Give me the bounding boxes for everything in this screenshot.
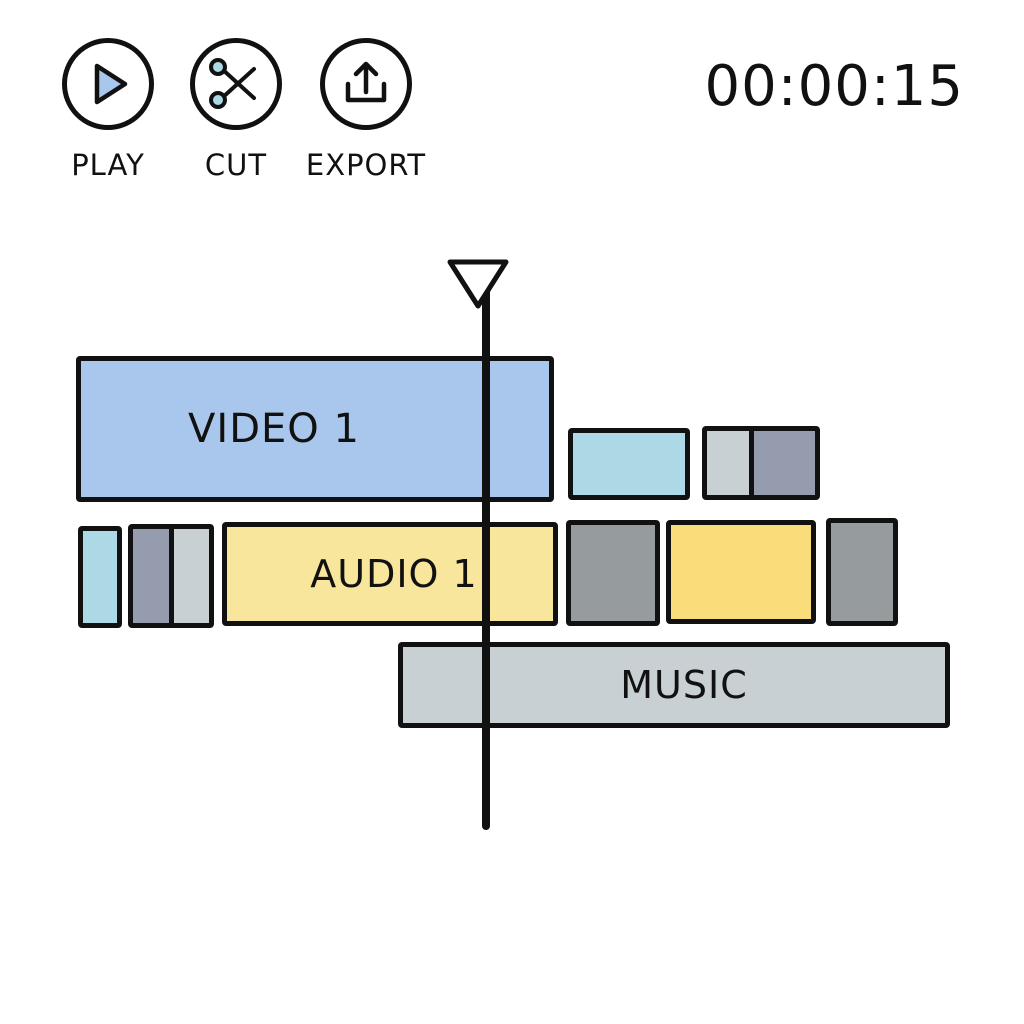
- scissors-icon: [209, 58, 256, 109]
- clip-video-1-label: VIDEO 1: [188, 406, 360, 452]
- play-label: PLAY: [71, 148, 145, 182]
- clip-audio-small-2-segment-b: [168, 529, 209, 623]
- export-button[interactable]: EXPORT: [306, 38, 425, 182]
- clip-video-2[interactable]: [568, 428, 690, 500]
- clip-audio-gray-1[interactable]: [566, 520, 660, 626]
- export-label: EXPORT: [305, 148, 427, 182]
- export-icon: [345, 61, 387, 103]
- clip-audio-small-2[interactable]: [128, 524, 214, 628]
- playhead-handle-icon[interactable]: [447, 259, 509, 309]
- cut-button[interactable]: CUT: [186, 38, 286, 182]
- clip-video-3-segment-a: [707, 431, 749, 495]
- play-icon: [94, 63, 128, 105]
- clip-audio-small-2-segment-a: [133, 529, 169, 623]
- clip-video-1[interactable]: VIDEO 1: [76, 356, 554, 502]
- clip-audio-1[interactable]: AUDIO 1: [222, 522, 558, 626]
- play-circle[interactable]: [62, 38, 154, 130]
- export-circle[interactable]: [320, 38, 412, 130]
- clip-music-label: MUSIC: [620, 663, 748, 707]
- clip-audio-yellow[interactable]: [666, 520, 816, 624]
- clip-video-3-segment-b: [749, 431, 815, 495]
- timecode-display: 00:00:15: [704, 54, 964, 119]
- clip-audio-small-1[interactable]: [78, 526, 122, 628]
- clip-audio-1-label: AUDIO 1: [310, 552, 478, 596]
- play-button[interactable]: PLAY: [58, 38, 158, 182]
- clip-audio-gray-2[interactable]: [826, 518, 898, 626]
- cut-circle[interactable]: [190, 38, 282, 130]
- clip-video-3[interactable]: [702, 426, 820, 500]
- cut-label: CUT: [204, 148, 268, 182]
- playhead[interactable]: [446, 256, 510, 832]
